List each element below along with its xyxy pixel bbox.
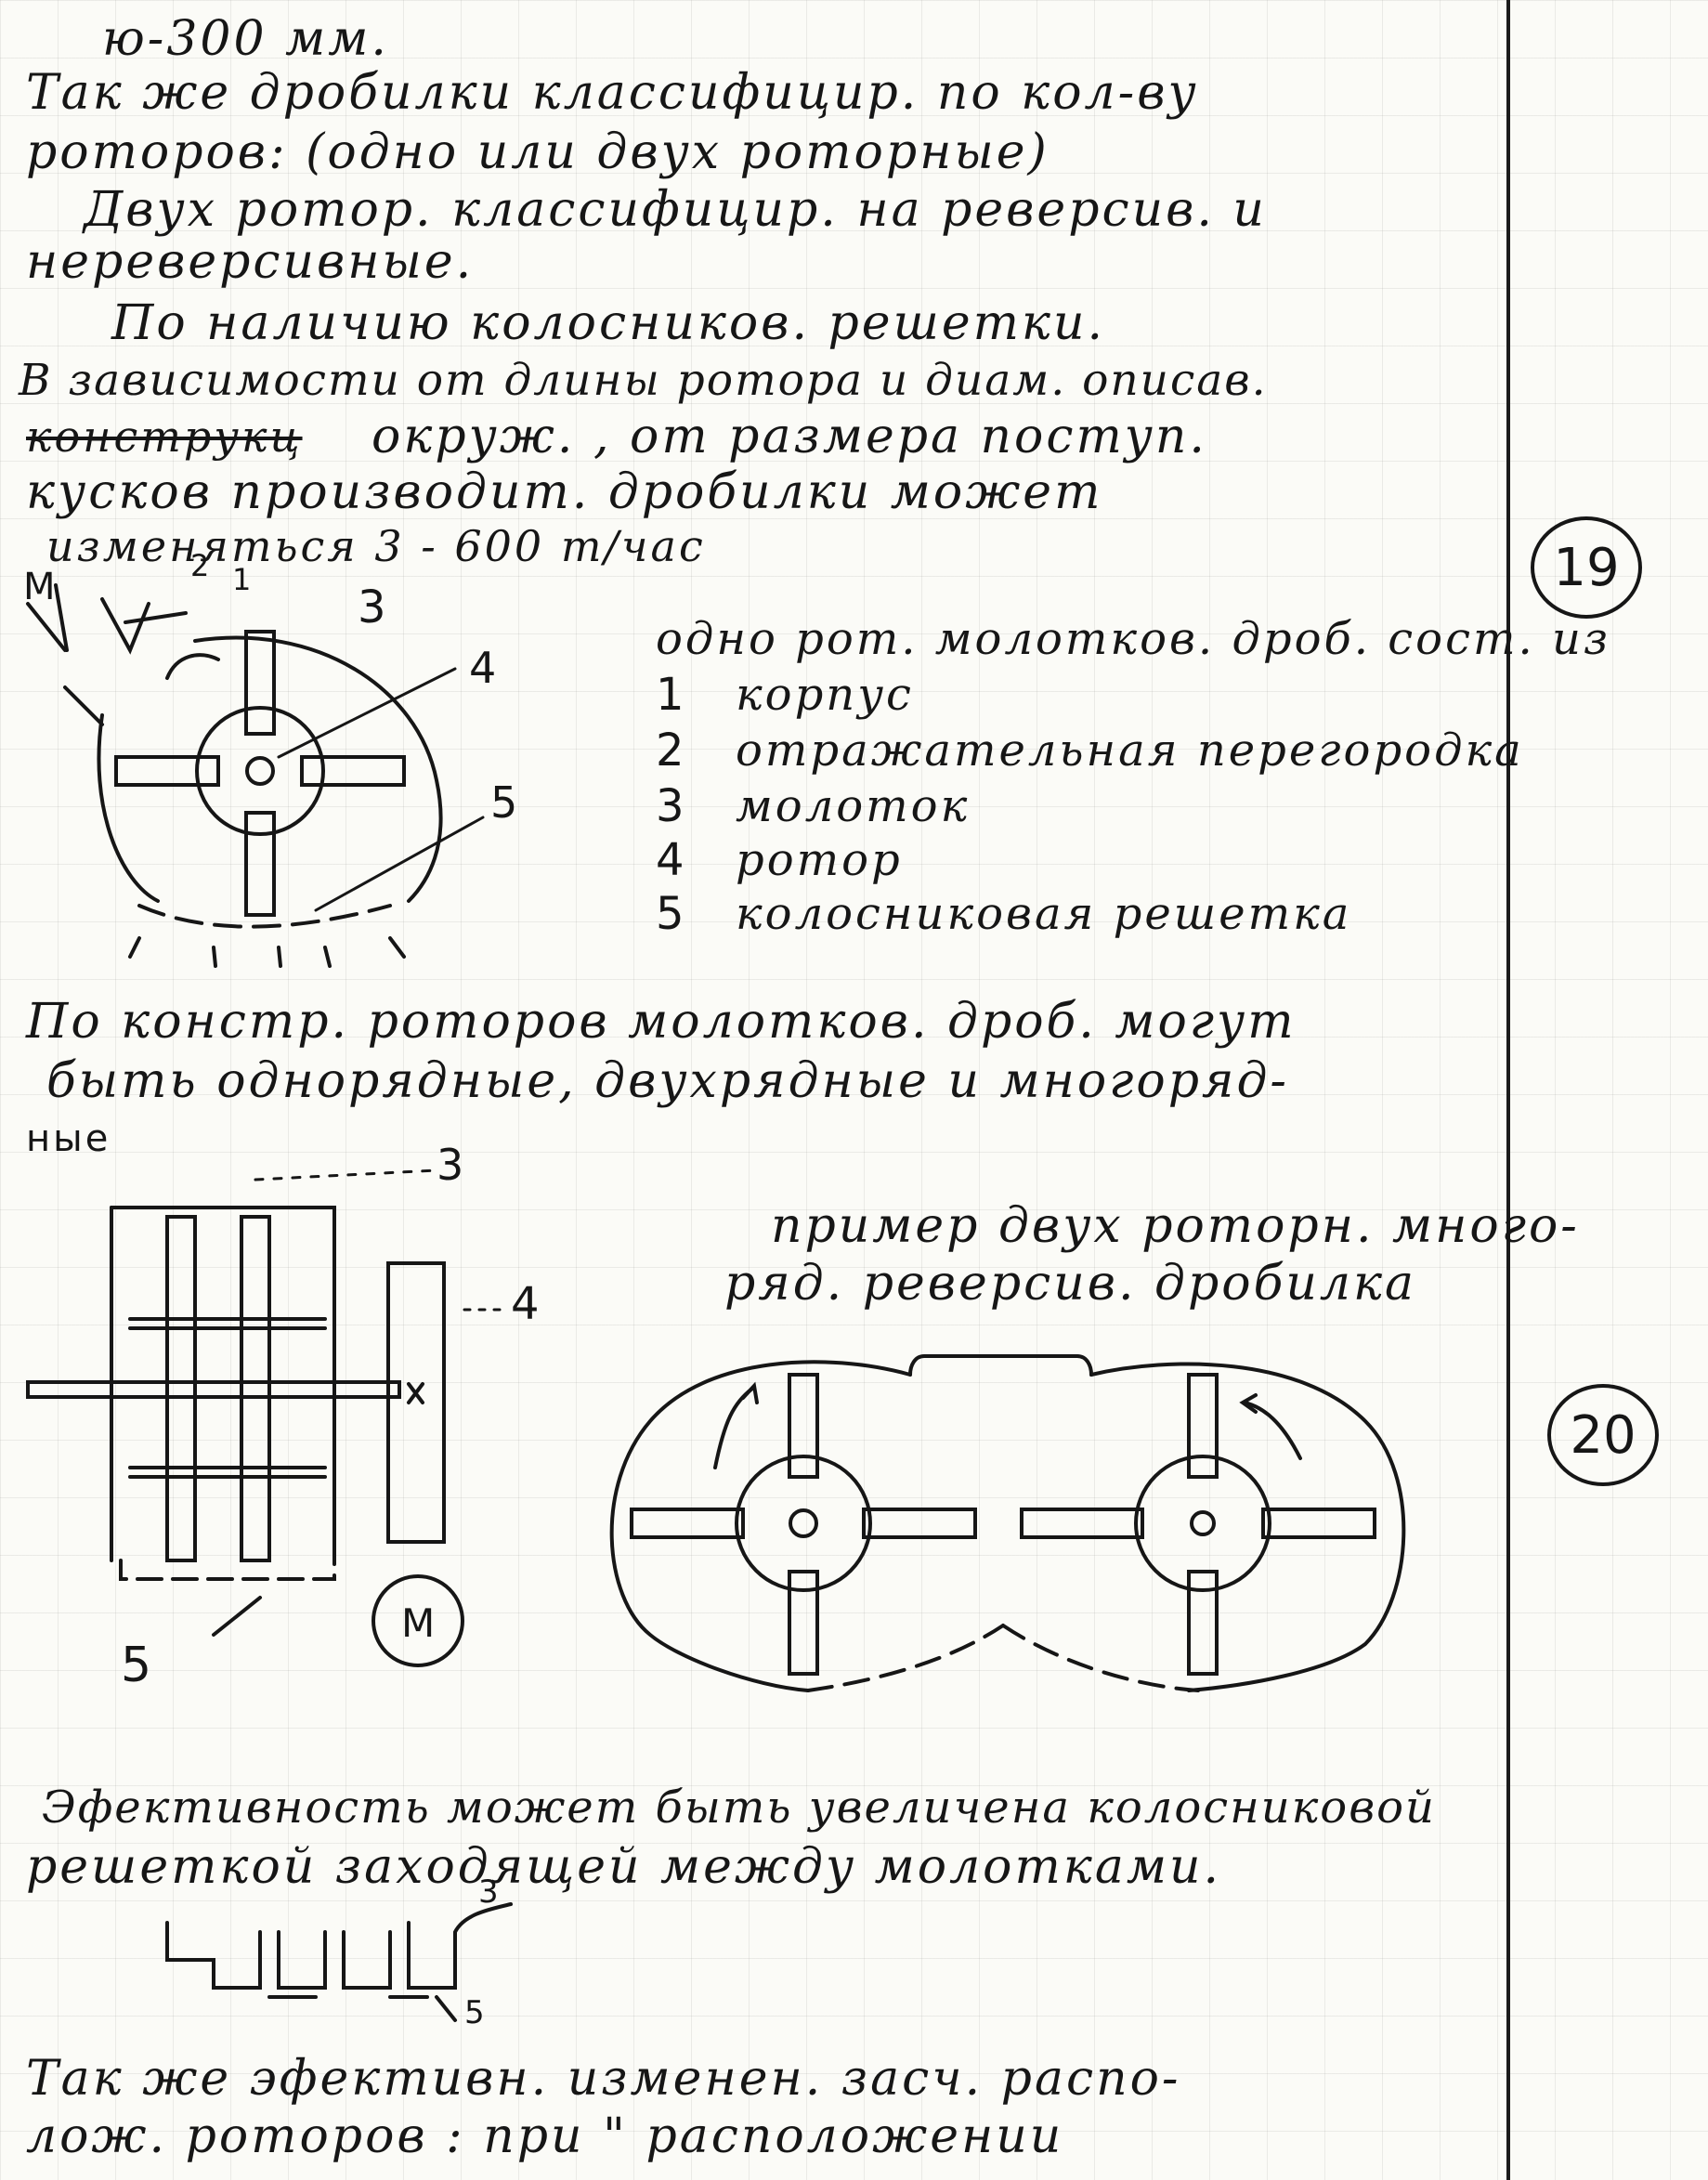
fig1-single-rotor-crusher: М 2 1 3 4 5	[23, 548, 517, 968]
legend-item-3: 3 молоток	[656, 780, 970, 832]
legend-item-4: 4 ротор	[656, 834, 903, 886]
fig2-label-M: М	[401, 1600, 435, 1646]
legend-text-4: ротор	[736, 834, 903, 886]
fig1-label-5: 5	[490, 777, 517, 828]
text-line-10: кусков производит. дробилки может	[26, 464, 1103, 520]
legend-text-1: корпус	[736, 669, 914, 721]
legend-text-2: отражательная перегородка	[736, 724, 1524, 777]
fig1-label-M: М	[23, 566, 56, 608]
fig1-label-1: 1	[232, 562, 251, 597]
para4-line-1: Так же эфективн. изменен. засч. распо-	[26, 2051, 1181, 2107]
text-line-2: Так же дробилки классифицир. по кол-ву	[26, 65, 1199, 121]
example-caption-line-1: пример двух роторн. много-	[771, 1198, 1580, 1254]
text-line-3: роторов: (одно или двух роторные)	[26, 124, 1050, 180]
fig4-grate-between-hammers: 3 5	[165, 1873, 513, 2031]
legend-item-1: 1 корпус	[656, 669, 914, 721]
fig2-label-3: 3	[437, 1140, 463, 1190]
text-line-9: окруж. , от размера поступ.	[372, 409, 1207, 464]
para2-line-2: быть однорядные, двухрядные и многоряд-	[46, 1053, 1289, 1109]
text-line-8-struck: конструкц	[26, 411, 303, 462]
legend-text-3: молоток	[736, 780, 971, 832]
page-number-20: 20	[1547, 1384, 1659, 1486]
fig2-label-5: 5	[121, 1638, 151, 1693]
text-line-4: Двух ротор. классифицир. на реверсив. и	[84, 182, 1267, 238]
fig1-label-3: 3	[358, 581, 386, 633]
legend-num-5: 5	[656, 888, 687, 940]
legend-text-5: колосниковая решетка	[736, 888, 1352, 940]
fig4-label-5: 5	[464, 1994, 485, 2031]
text-line-1: ю-300 мм.	[102, 11, 389, 67]
para2-line-3: ные	[26, 1117, 111, 1160]
legend-item-2: 2 отражательная перегородка	[656, 724, 1524, 777]
para4-line-2: лож. роторов : при " расположении	[26, 2108, 1064, 2164]
text-line-7: В зависимости от длины ротора и диам. оп…	[19, 355, 1268, 406]
text-line-6: По наличию колосников. решетки.	[111, 295, 1105, 351]
text-line-5: нереверсивные.	[26, 234, 475, 290]
para3-line-1: Эфективность может быть увеличена колосн…	[42, 1782, 1436, 1834]
fig2-rotor-side-view: 3 4 5 М	[26, 1140, 540, 1693]
text-line-11: изменяться 3 - 600 т/час	[46, 521, 706, 571]
page-number-19: 19	[1531, 516, 1642, 619]
legend-num-1: 1	[656, 669, 687, 721]
para2-line-1: По констр. роторов молотков. дроб. могут	[26, 994, 1297, 1050]
legend-num-3: 3	[656, 780, 687, 832]
legend-num-4: 4	[656, 834, 687, 886]
para3-line-2: решеткой заходящей между молотками.	[26, 1839, 1221, 1895]
legend-title: одно рот. молотков. дроб. сост. из	[656, 613, 1611, 665]
fig4-label-3: 3	[478, 1873, 499, 1911]
fig1-label-2: 2	[190, 548, 209, 583]
legend-item-5: 5 колосниковая решетка	[656, 888, 1351, 940]
fig3-two-rotor-crusher	[609, 1354, 1406, 1692]
page-margin-line	[1506, 0, 1510, 2180]
example-caption-line-2: ряд. реверсив. дробилка	[724, 1256, 1416, 1312]
legend-num-2: 2	[656, 724, 687, 777]
fig1-label-4: 4	[469, 643, 496, 693]
fig2-label-4: 4	[511, 1278, 540, 1330]
